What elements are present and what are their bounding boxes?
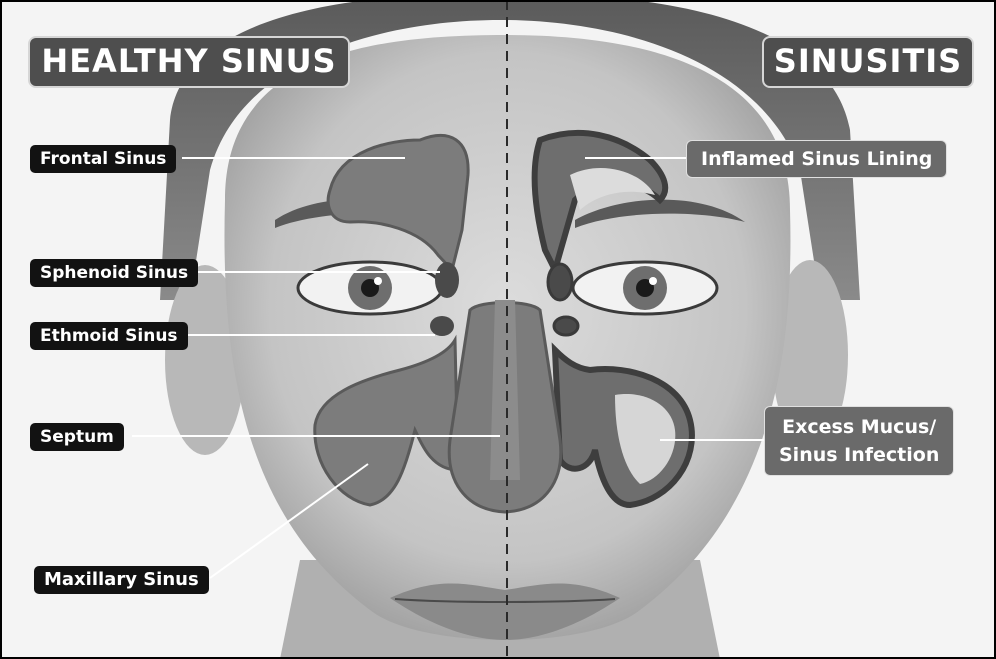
left-eye-highlight — [374, 277, 382, 285]
label-septum: Septum — [30, 423, 124, 451]
label-maxillary-sinus: Maxillary Sinus — [34, 566, 209, 594]
label-excess-mucus-line1: Excess Mucus/ — [779, 413, 939, 441]
label-excess-mucus-line2: Sinus Infection — [779, 441, 939, 469]
ethmoid-sinus-right — [554, 317, 578, 335]
sphenoid-sinus-right — [548, 264, 572, 300]
right-eye-highlight — [649, 277, 657, 285]
ethmoid-sinus-left — [430, 316, 454, 336]
label-frontal-sinus: Frontal Sinus — [30, 145, 176, 173]
title-sinusitis: SINUSITIS — [762, 36, 974, 88]
title-healthy-sinus: HEALTHY SINUS — [28, 36, 350, 88]
label-inflamed-sinus-lining: Inflamed Sinus Lining — [686, 140, 947, 178]
sphenoid-sinus-left — [435, 262, 459, 298]
septum-shape — [490, 300, 520, 480]
label-ethmoid-sinus: Ethmoid Sinus — [30, 322, 188, 350]
label-sphenoid-sinus: Sphenoid Sinus — [30, 259, 198, 287]
label-excess-mucus: Excess Mucus/ Sinus Infection — [764, 406, 954, 476]
